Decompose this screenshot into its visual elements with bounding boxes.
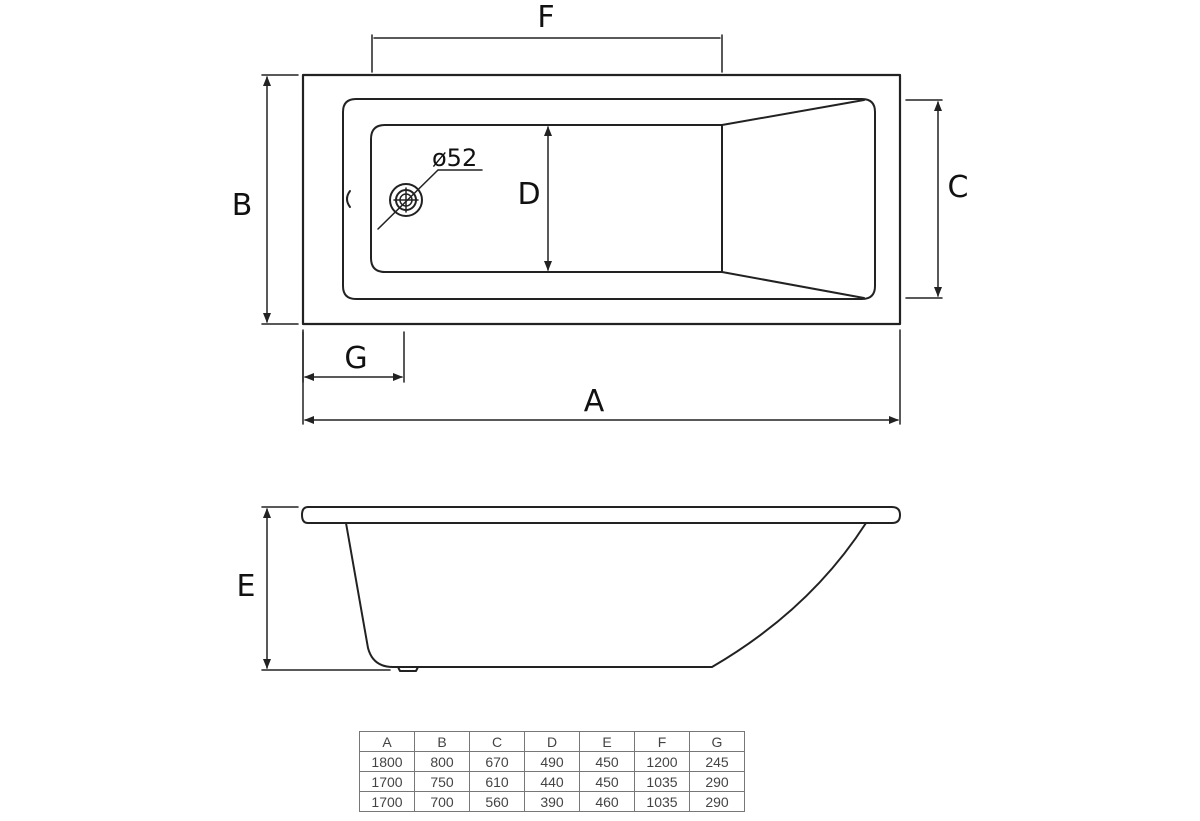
table-header-cell: C	[469, 731, 525, 752]
table-cell: 1035	[634, 791, 690, 812]
dimension-a-label: A	[584, 384, 605, 419]
table-row: 1700 700 560 390 460 1035 290	[359, 791, 745, 812]
dimension-e-label: E	[237, 569, 256, 604]
table-header-cell: A	[359, 731, 415, 752]
tub-outer-rim	[301, 73, 902, 326]
dimension-d-label: D	[517, 177, 540, 212]
dimension-a: A	[302, 329, 901, 425]
table-cell: 460	[579, 791, 635, 812]
side-view	[301, 506, 901, 672]
table-cell: 390	[524, 791, 580, 812]
table-header-cell: F	[634, 731, 690, 752]
table-header-cell: G	[689, 731, 745, 752]
dimension-g-label: G	[344, 341, 367, 376]
table-header-cell: E	[579, 731, 635, 752]
table-cell: 1035	[634, 771, 690, 792]
table-cell: 610	[469, 771, 525, 792]
table-cell: 450	[579, 751, 635, 772]
table-cell: 560	[469, 791, 525, 812]
table-cell: 440	[524, 771, 580, 792]
table-cell: 290	[689, 771, 745, 792]
table-header-cell: B	[414, 731, 470, 752]
table-row: 1700 750 610 440 450 1035 290	[359, 771, 745, 792]
table-cell: 1700	[359, 771, 415, 792]
drain-leader-line	[377, 169, 439, 230]
table-cell: 290	[689, 791, 745, 812]
drain-diameter-label: ø52	[432, 144, 477, 172]
table-cell: 490	[524, 751, 580, 772]
tub-side-foot	[397, 666, 419, 672]
table-cell: 1200	[634, 751, 690, 772]
table-cell: 800	[414, 751, 470, 772]
dimension-b-label: B	[232, 188, 253, 223]
tub-side-body	[345, 522, 867, 668]
dimension-g: G	[302, 331, 405, 383]
table-header-row: A B C D E F G	[359, 731, 745, 752]
drain-icon	[389, 183, 423, 217]
bathtub-drawing: ø52 F B C D G A	[232, 0, 969, 672]
table-cell: 750	[414, 771, 470, 792]
top-view: ø52	[301, 73, 902, 326]
table-cell: 245	[689, 751, 745, 772]
table-header-cell: D	[524, 731, 580, 752]
tub-inner-rim	[342, 98, 876, 300]
dimension-b: B	[232, 74, 299, 325]
tub-basin	[370, 124, 723, 273]
dimension-c: C	[905, 99, 969, 299]
table-cell: 1700	[359, 791, 415, 812]
table-cell: 700	[414, 791, 470, 812]
tub-side-rim	[301, 506, 901, 524]
table-row: 1800 800 670 490 450 1200 245	[359, 751, 745, 772]
backrest-top-edge	[721, 99, 865, 126]
dimension-f-label: F	[537, 0, 554, 35]
overflow-hole	[346, 190, 351, 208]
dimension-e: E	[237, 506, 391, 671]
dimension-f: F	[371, 0, 723, 73]
backrest-bottom-edge	[721, 271, 865, 299]
dimension-d: D	[517, 126, 552, 271]
dimension-c-label: C	[948, 170, 969, 205]
table-cell: 1800	[359, 751, 415, 772]
table-cell: 670	[469, 751, 525, 772]
dimensions-table: A B C D E F G 1800 800 670 490 450 1200 …	[359, 731, 745, 812]
table-cell: 450	[579, 771, 635, 792]
